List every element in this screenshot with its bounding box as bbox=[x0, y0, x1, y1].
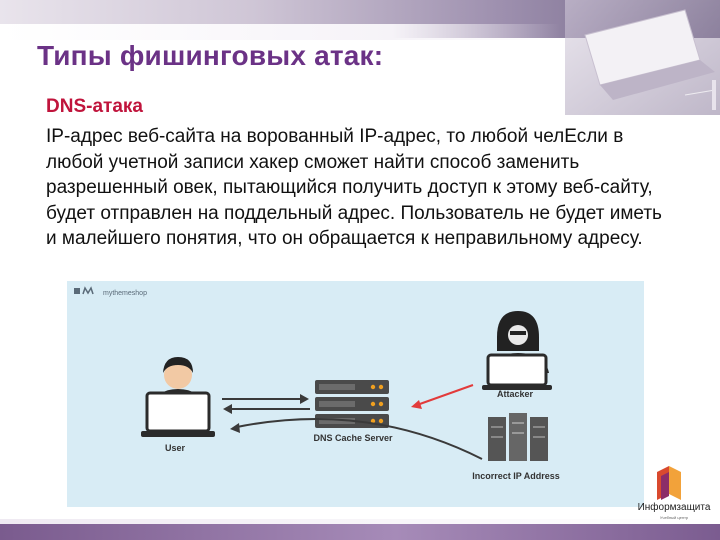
brand-name: mythemeshop bbox=[103, 290, 147, 297]
company-logo: Информзащита Учебный центр bbox=[625, 462, 720, 524]
body-paragraph: IP-адрес веб-сайта на ворованный IP-адре… bbox=[46, 126, 662, 249]
redirect-arrow-icon bbox=[230, 417, 483, 460]
logo-tagline: Учебный центр bbox=[659, 515, 689, 520]
request-arrow-icon bbox=[222, 394, 309, 404]
attacker-icon bbox=[482, 311, 552, 390]
logo-name: Информзащита bbox=[637, 502, 711, 513]
mythemeshop-logo-icon bbox=[74, 286, 94, 295]
section-heading: DNS-атака bbox=[46, 96, 143, 117]
footer-strip bbox=[0, 519, 720, 524]
user-icon bbox=[141, 357, 215, 437]
laptop-decoration-icon bbox=[565, 0, 720, 115]
dns-attack-diagram: mythemeshop User bbox=[67, 281, 644, 507]
header-highlight bbox=[0, 24, 560, 40]
book-logo-icon bbox=[657, 466, 681, 500]
response-arrow-icon bbox=[223, 404, 310, 414]
page-title: Типы фишинговых атак: bbox=[37, 40, 384, 71]
incorrect-ip-label: Incorrect IP Address bbox=[472, 471, 560, 481]
attacker-label: Attacker bbox=[497, 389, 534, 399]
dns-server-label: DNS Cache Server bbox=[313, 433, 393, 443]
user-label: User bbox=[165, 443, 186, 453]
footer-bar bbox=[0, 524, 720, 540]
incorrect-ip-server-icon bbox=[488, 413, 548, 461]
dns-server-icon bbox=[315, 380, 389, 428]
attack-arrow-icon bbox=[411, 384, 474, 409]
